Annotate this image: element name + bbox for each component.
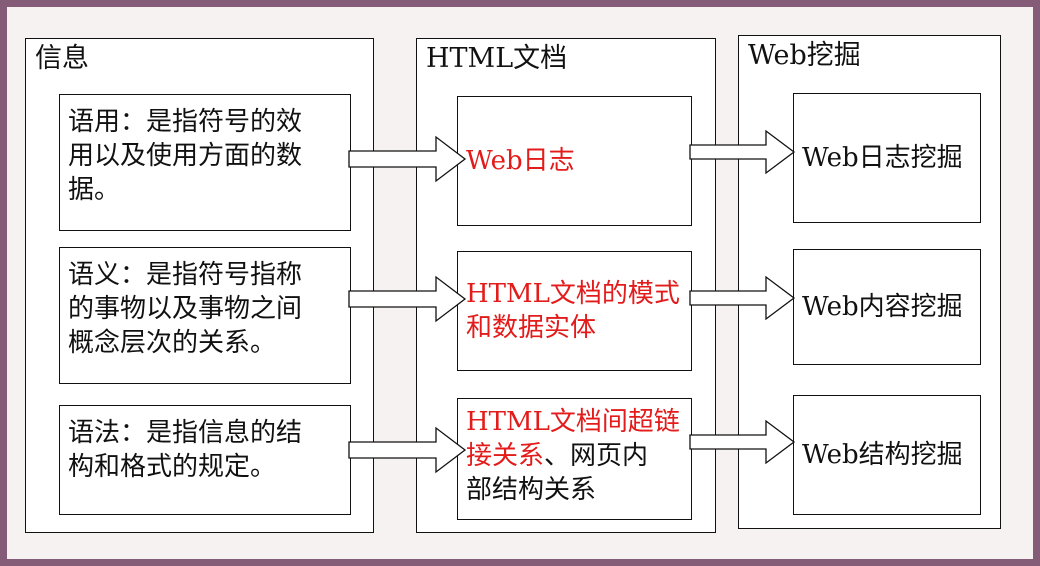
box-web-log-mining-text: Web日志挖掘 — [802, 143, 963, 173]
arrow-html-to-mining-3 — [689, 419, 796, 465]
box-web-log-text: Web日志 — [466, 146, 575, 176]
arrow-html-to-mining-2 — [689, 275, 796, 321]
column-title-html-document: HTML文档 — [426, 43, 568, 74]
box-html-schema: HTML文档的模式 和数据实体 — [457, 251, 692, 371]
box-web-content-mining-text: Web内容挖掘 — [802, 292, 963, 322]
box-web-log-mining: Web日志挖掘 — [793, 93, 981, 223]
hyperlink-text-black: 、网页内 部结构关系 — [466, 441, 649, 505]
box-web-content-mining: Web内容挖掘 — [793, 249, 981, 365]
column-html-document: HTML文档 Web日志 HTML文档的模式 和数据实体 HTML文档间超链 接… — [416, 38, 716, 533]
box-syntax-text: 语法：是指信息的结 构和格式的规定。 — [68, 418, 303, 482]
arrow-html-to-mining-1 — [689, 129, 796, 175]
box-web-structure-mining: Web结构挖掘 — [793, 395, 981, 515]
box-web-structure-mining-text: Web结构挖掘 — [802, 440, 963, 470]
box-hyperlink-structure: HTML文档间超链 接关系、网页内 部结构关系 — [457, 398, 692, 520]
box-html-schema-text: HTML文档的模式 和数据实体 — [466, 279, 680, 343]
box-pragmatics: 语用：是指符号的效 用以及使用方面的数 据。 — [59, 94, 351, 231]
column-title-web-mining: Web挖掘 — [748, 40, 861, 71]
column-information: 信息 语用：是指符号的效 用以及使用方面的数 据。 语义：是指符号指称 的事物以… — [25, 38, 374, 533]
box-semantics-text: 语义：是指符号指称 的事物以及事物之间 概念层次的关系。 — [68, 260, 303, 358]
box-semantics: 语义：是指符号指称 的事物以及事物之间 概念层次的关系。 — [59, 247, 351, 384]
hyperlink-text-red: HTML文档间超链 接关系 — [466, 407, 680, 471]
arrow-info-to-html-2 — [348, 275, 467, 323]
arrow-info-to-html-3 — [348, 426, 467, 474]
column-title-information: 信息 — [35, 43, 89, 74]
arrow-info-to-html-1 — [348, 135, 467, 183]
box-hyperlink-structure-text: HTML文档间超链 接关系、网页内 部结构关系 — [458, 399, 691, 507]
box-syntax: 语法：是指信息的结 构和格式的规定。 — [59, 405, 351, 515]
box-pragmatics-text: 语用：是指符号的效 用以及使用方面的数 据。 — [68, 107, 303, 205]
connector-arrows — [348, 129, 796, 474]
box-web-log: Web日志 — [457, 96, 692, 226]
diagram-canvas: 信息 语用：是指符号的效 用以及使用方面的数 据。 语义：是指符号指称 的事物以… — [7, 7, 1033, 559]
